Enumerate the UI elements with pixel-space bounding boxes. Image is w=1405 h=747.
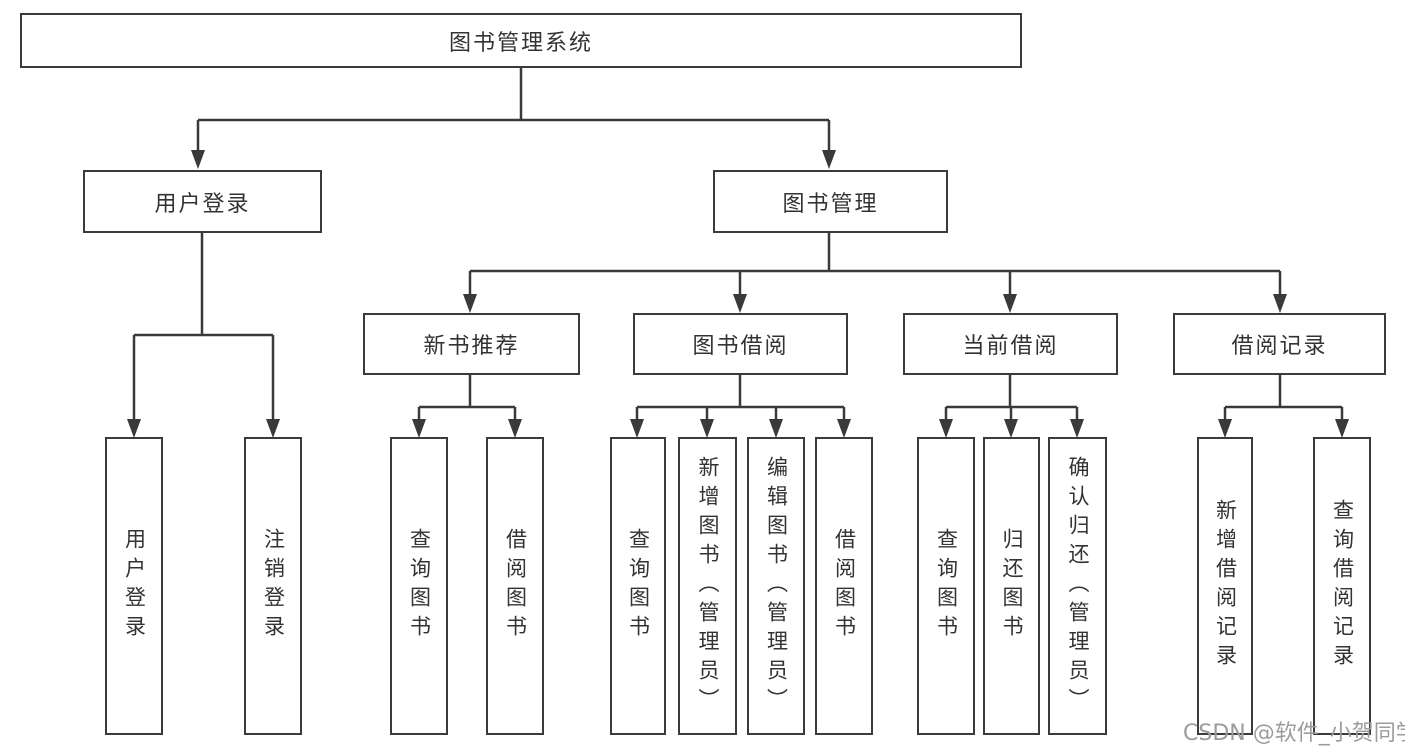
leaf-borrow-borrow-label: 借阅图书 — [832, 528, 857, 644]
node-user-login: 用户登录 — [83, 170, 322, 233]
connector-records-branch — [1223, 375, 1344, 419]
leaf-records-query: 查询借阅记录 — [1313, 437, 1371, 735]
leaf-borrow-query-label: 查询图书 — [626, 528, 651, 644]
node-new-books: 新书推荐 — [363, 313, 580, 375]
csdn-watermark: CSDN @软件_小贺同学 — [1183, 721, 1405, 746]
leaf-user-login-label: 用户登录 — [122, 528, 147, 644]
leaf-borrow-edit: 编辑图书（管理员） — [747, 437, 805, 735]
connector-currentborrow-branch — [944, 375, 1079, 419]
node-root: 图书管理系统 — [20, 13, 1022, 68]
leaf-current-query-label: 查询图书 — [934, 528, 959, 644]
node-book-borrow: 图书借阅 — [633, 313, 848, 375]
leaf-user-login: 用户登录 — [105, 437, 163, 735]
leaf-logout-label: 注销登录 — [261, 528, 286, 644]
leaf-newbooks-query-label: 查询图书 — [407, 528, 432, 644]
leaf-newbooks-borrow-label: 借阅图书 — [503, 528, 528, 644]
leaf-borrow-query: 查询图书 — [610, 437, 666, 735]
leaf-current-return-label: 归还图书 — [1000, 528, 1024, 644]
connector-newbooks-branch — [417, 375, 517, 419]
connector-bookborrow-branch — [635, 375, 846, 419]
leaf-records-add-label: 新增借阅记录 — [1213, 499, 1238, 673]
leaf-records-add: 新增借阅记录 — [1197, 437, 1253, 735]
leaf-borrow-edit-label: 编辑图书（管理员） — [764, 455, 789, 717]
arrowheads — [127, 150, 1349, 438]
leaf-current-return: 归还图书 — [983, 437, 1040, 735]
node-book-management: 图书管理 — [713, 170, 948, 233]
leaf-current-confirm: 确认归还（管理员） — [1048, 437, 1107, 735]
connector-root-to-level2 — [196, 67, 831, 151]
leaf-current-confirm-label: 确认归还（管理员） — [1066, 455, 1090, 717]
leaf-newbooks-query: 查询图书 — [390, 437, 448, 735]
leaf-current-query: 查询图书 — [917, 437, 975, 735]
connector-bookmgmt-branch — [468, 233, 1282, 295]
leaf-records-query-label: 查询借阅记录 — [1330, 499, 1355, 673]
leaf-borrow-add-label: 新增图书（管理员） — [696, 455, 720, 717]
node-borrow-records: 借阅记录 — [1173, 313, 1386, 375]
connector-userlogin-branch — [132, 233, 275, 419]
leaf-borrow-borrow: 借阅图书 — [815, 437, 873, 735]
leaf-borrow-add: 新增图书（管理员） — [678, 437, 737, 735]
leaf-logout: 注销登录 — [244, 437, 302, 735]
node-current-borrow: 当前借阅 — [903, 313, 1118, 375]
leaf-newbooks-borrow: 借阅图书 — [486, 437, 544, 735]
